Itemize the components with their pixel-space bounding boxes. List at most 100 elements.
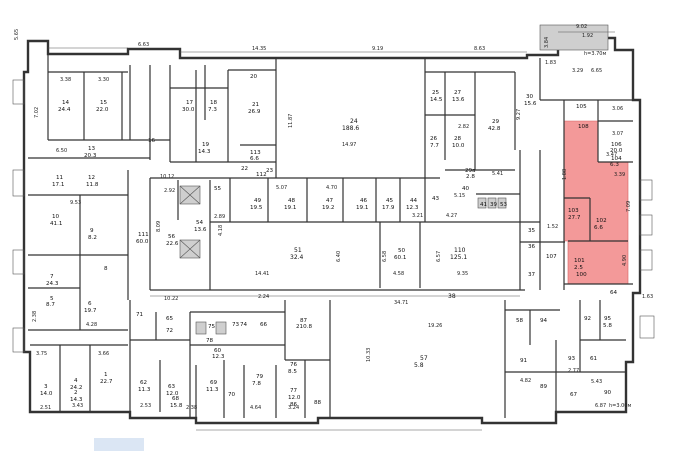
dim-label: 3.43	[72, 403, 83, 409]
dim-label: 3.39	[614, 172, 625, 178]
room-area: 22.7	[100, 379, 113, 385]
room-area: 19.2	[322, 205, 334, 211]
room-number: 20	[250, 74, 258, 80]
room-number: 56	[168, 234, 176, 240]
dim-label: 1.52	[547, 224, 558, 230]
room-area: 5.8	[414, 362, 424, 369]
dimension-labels: 5.65 6.63 14.35 9.19 8.63 9.02 1.92 3.84…	[14, 24, 653, 411]
room-number: 104	[611, 156, 622, 162]
room-area: 42.8	[488, 126, 501, 132]
room-number: 54	[196, 220, 204, 226]
room-area: 11.3	[138, 387, 151, 393]
room-area: 11.8	[86, 182, 99, 188]
dim-label: 14.35	[252, 46, 266, 52]
room-area: 14.3	[198, 149, 211, 155]
dim-label: 6.40	[336, 251, 342, 262]
dim-label: 6.87	[595, 403, 606, 409]
dim-label: 6.50	[56, 148, 67, 154]
dim-label: 4.82	[520, 378, 531, 384]
room-area: 13.6	[452, 97, 465, 103]
dim-label: 3.29	[572, 68, 583, 74]
room-number: 3	[44, 384, 48, 390]
room-number: 95	[604, 316, 612, 322]
room-number: 11	[56, 175, 64, 181]
room-number: 93	[568, 356, 576, 362]
room-area: 14.5	[430, 97, 443, 103]
room-number: 22	[241, 166, 248, 172]
room-area: 24.4	[58, 107, 71, 113]
dim-label: 10.33	[366, 348, 372, 362]
room-number: 62	[140, 380, 147, 386]
dim-label: 7.02	[34, 107, 40, 118]
room-area: 2.8	[466, 174, 475, 180]
room-area: 27.7	[568, 215, 581, 221]
room-number: 28	[454, 136, 462, 142]
room-area: 125.1	[450, 254, 467, 261]
room-number: 37	[528, 272, 536, 278]
room-number: 94	[540, 318, 548, 324]
room-number: 9	[90, 228, 94, 234]
dim-label: 2.51	[40, 405, 51, 411]
blue-marker	[94, 438, 144, 451]
room-number: 74	[240, 322, 248, 328]
dim-label: 2.89	[214, 214, 225, 220]
room-area: 41.1	[50, 221, 63, 227]
room-area: 12.0	[166, 391, 179, 397]
room-area: 14.3	[70, 397, 83, 403]
room-area: 6.6	[594, 225, 603, 231]
room-number: 38	[448, 293, 456, 300]
dim-label: 5.15	[454, 193, 465, 199]
dim-label: 2.24	[258, 294, 269, 300]
dim-label: 3.84	[544, 37, 550, 48]
dim-label: 5.07	[276, 185, 287, 191]
dim-label: 4.70	[326, 185, 337, 191]
room-number: 69	[210, 380, 218, 386]
room-number: 41	[480, 202, 488, 208]
room-area: 6.3	[610, 162, 619, 168]
room-number: 50	[398, 248, 406, 254]
dim-label: 3.24	[288, 405, 299, 411]
dim-label: 6.65	[591, 68, 602, 74]
dim-label: 5.43	[591, 379, 602, 385]
room-area: 5.8	[603, 323, 612, 329]
dim-label: 1.88	[562, 169, 568, 180]
dim-label: 14.41	[255, 271, 269, 277]
room-area: 12.3	[212, 354, 225, 360]
room-number: 102	[596, 218, 607, 224]
room-area: 22.0	[96, 107, 109, 113]
room-area: 7.3	[208, 107, 217, 113]
room-number: 12	[88, 175, 95, 181]
room-number: 51	[294, 247, 302, 254]
room-number: 106	[611, 142, 622, 148]
room-number: 77	[290, 388, 298, 394]
room-number: 21	[252, 102, 260, 108]
room-number: 7	[50, 274, 54, 280]
dim-label: 1.83	[545, 60, 556, 66]
room-number: 10	[52, 214, 60, 220]
room-area: 7.8	[252, 381, 261, 387]
dim-label: 9.19	[372, 46, 383, 52]
room-number: 110	[454, 247, 466, 254]
room-number: 36	[528, 244, 536, 250]
room-number: 40	[462, 186, 470, 192]
dim-label: 1.92	[582, 33, 593, 39]
dim-label: 6.58	[382, 251, 388, 262]
dim-label: 10.22	[164, 296, 178, 302]
dim-label: 4.58	[393, 271, 404, 277]
dim-label: 4.64	[250, 405, 261, 411]
room-area: 24.3	[46, 281, 59, 287]
room-area: 12.0	[288, 395, 301, 401]
room-number: 72	[166, 328, 173, 334]
room-area: 26.9	[248, 109, 261, 115]
room-number: 65	[166, 316, 174, 322]
dim-label: 7.09	[626, 201, 632, 212]
room-number: 70	[228, 392, 236, 398]
room-number: 18	[210, 100, 218, 106]
room-area: 19.5	[250, 205, 263, 211]
room-area: 2.5	[574, 265, 583, 271]
dim-label: 4.27	[446, 213, 457, 219]
room-number: 88	[314, 400, 322, 406]
dimension-lines	[48, 31, 615, 431]
room-area: 15.8	[170, 403, 183, 409]
